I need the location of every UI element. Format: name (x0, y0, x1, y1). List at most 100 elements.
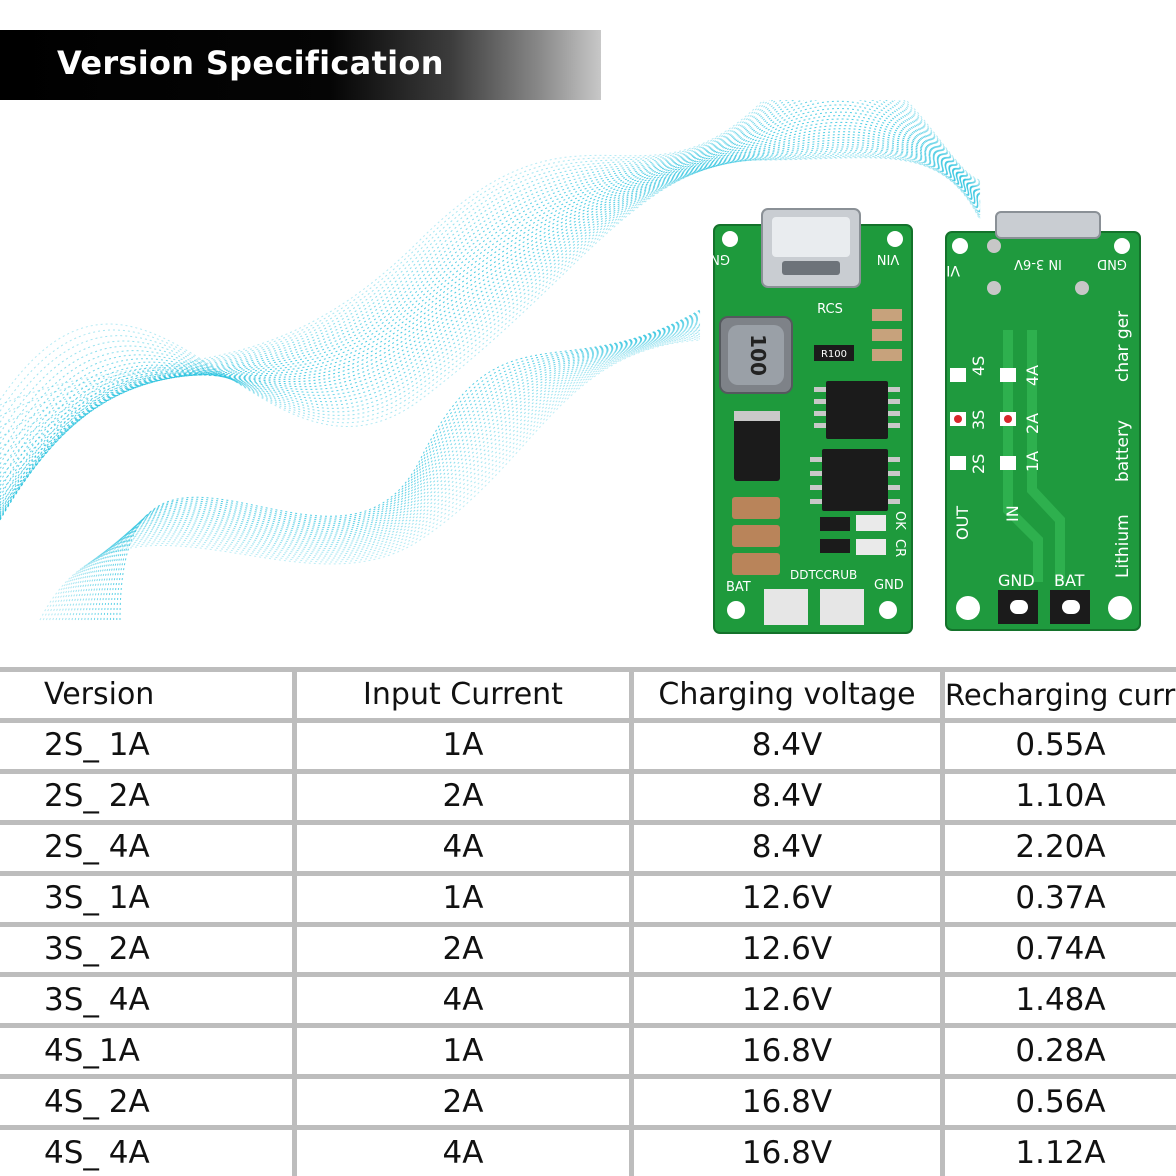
front-gnd-top-label: GND (710, 251, 730, 266)
cell-charging-voltage: 8.4V (629, 768, 945, 825)
back-in-label: IN (1003, 505, 1022, 522)
wave-line (0, 100, 981, 486)
wave-line (0, 100, 981, 478)
back-lithium-label: Lithium (1113, 514, 1133, 578)
wave-line (0, 100, 981, 469)
cell-version: 3S_ 2A (0, 921, 297, 978)
cell-version: 2S_ 4A (0, 819, 297, 876)
cell-recharging-current: 2.20A (940, 819, 1176, 876)
col-header-version: Version (0, 667, 297, 723)
front-gnd-bottom-label: GND (874, 578, 904, 593)
back-in-range-label: IN 3-6V (1014, 256, 1062, 271)
cell-charging-voltage: 16.8V (629, 1125, 945, 1176)
wave-line (74, 326, 701, 621)
wave-line (0, 141, 981, 498)
gnd-pad (820, 589, 864, 625)
wave-line (49, 335, 701, 621)
front-bat-label: BAT (726, 580, 751, 595)
wave-line (87, 321, 701, 621)
wave-line (0, 104, 981, 506)
cell-version: 2S_ 2A (0, 768, 297, 825)
charger-board-back: VIN IN 3-6V GND 4S 3S 2S 4A 2A 1A OUT IN… (942, 211, 1141, 631)
charger-board-front: 100 R100 GND VIN RCS OK CR BAT DDTCCRUB … (710, 208, 913, 634)
wave-line (0, 100, 981, 494)
wave-line (0, 150, 981, 465)
wave-line (97, 317, 701, 621)
cell-version: 4S_ 2A (0, 1074, 297, 1131)
wave-line (116, 310, 701, 621)
table-header-row: Version Input Current Charging voltage R… (0, 667, 1176, 723)
wave-line (55, 333, 701, 621)
front-ok-label: OK (892, 511, 907, 530)
cell-recharging-current: 0.37A (940, 870, 1176, 927)
wave-line (0, 139, 981, 504)
spec-table: Version Input Current Charging voltage R… (0, 667, 1176, 1176)
header-title: Version Specification (57, 44, 444, 82)
cell-charging-voltage: 12.6V (629, 870, 945, 927)
back-2a-label: 2A (1023, 413, 1042, 434)
ic-chip-2 (822, 449, 888, 511)
wave-line (0, 121, 981, 521)
wave-line (0, 153, 981, 445)
back-3s-label: 3S (969, 410, 988, 430)
wave-line (109, 313, 701, 621)
back-1a-label: 1A (1023, 451, 1042, 472)
wave-line (0, 154, 981, 434)
col-header-charging-voltage: Charging voltage (629, 667, 945, 723)
back-charger-label: char ger (1113, 311, 1133, 382)
cell-version: 2S_ 1A (0, 718, 297, 774)
wave-line (0, 146, 981, 483)
wave-line (39, 339, 701, 621)
back-vin-label: VIN (942, 262, 960, 278)
back-battery-label: battery (1113, 420, 1133, 482)
wave-line (93, 319, 701, 621)
wave-line (68, 328, 701, 621)
cell-input-current: 4A (292, 1125, 634, 1176)
wave-line (65, 329, 701, 621)
wave-line (0, 100, 981, 439)
col-header-recharging-current: Recharging current (940, 667, 1176, 723)
header-banner (0, 30, 601, 100)
wave-line (0, 131, 981, 517)
cell-version: 4S_1A (0, 1023, 297, 1080)
wave-line (0, 111, 981, 515)
cell-recharging-current: 1.48A (940, 972, 1176, 1029)
cell-input-current: 4A (292, 972, 634, 1029)
cell-version: 3S_ 4A (0, 972, 297, 1029)
ic-chip-1 (826, 381, 888, 439)
front-model-label: DDTCCRUB (790, 568, 857, 582)
cell-input-current: 2A (292, 768, 634, 825)
wave-line (77, 325, 701, 621)
cell-charging-voltage: 8.4V (629, 718, 945, 774)
front-rcs-label: RCS (817, 302, 843, 317)
wave-line (84, 322, 701, 621)
inductor-label: 100 (746, 334, 770, 376)
wave-line (100, 316, 701, 621)
cell-input-current: 1A (292, 718, 634, 774)
wave-line (119, 309, 701, 621)
wave-line (0, 108, 981, 511)
status-led-cr (856, 539, 886, 555)
wave-line (0, 157, 981, 427)
back-2s-label: 2S (969, 454, 988, 474)
cell-recharging-current: 0.55A (940, 718, 1176, 774)
resistor-label: R100 (821, 349, 847, 360)
wave-line (0, 128, 981, 519)
wave-line (0, 125, 981, 520)
front-vin-label: VIN (877, 251, 899, 266)
cell-input-current: 1A (292, 1023, 634, 1080)
cell-version: 4S_ 4A (0, 1125, 297, 1176)
cell-recharging-current: 0.56A (940, 1074, 1176, 1131)
wave-line (61, 331, 701, 621)
back-4s-label: 4S (969, 356, 988, 376)
cell-recharging-current: 1.12A (940, 1125, 1176, 1176)
wave-line (0, 134, 981, 513)
decorative-wave-mesh (0, 100, 981, 621)
